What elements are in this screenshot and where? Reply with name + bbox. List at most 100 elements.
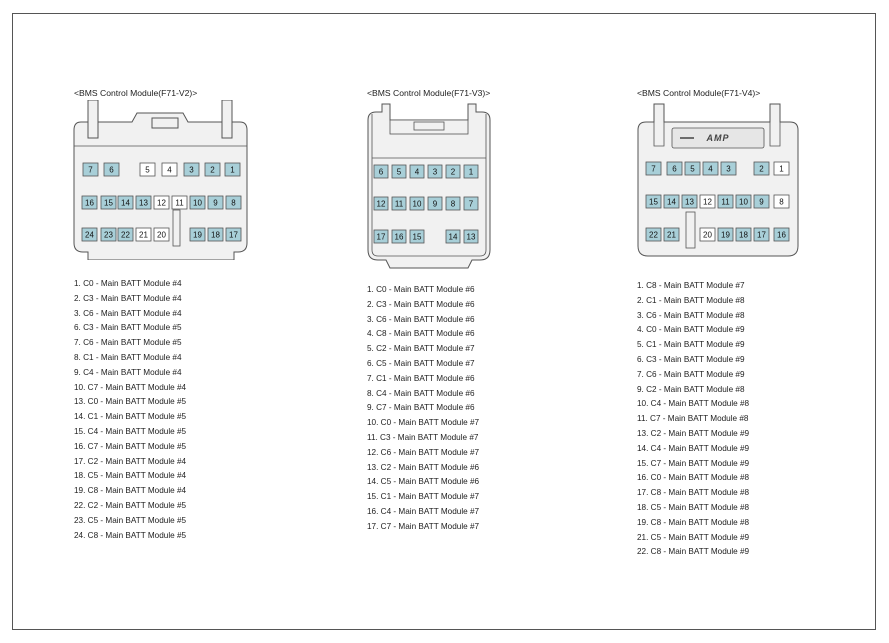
pin-number: 13 — [139, 199, 148, 208]
pin-22 — [117, 227, 134, 242]
pin-number: 11 — [721, 198, 730, 207]
pin-list-item: 16. C7 - Main BATT Module #5 — [74, 441, 187, 451]
connector-body — [367, 103, 491, 269]
pin-21 — [135, 227, 152, 242]
pin-number: 15 — [649, 198, 658, 207]
pin-list-item: 8. C4 - Main BATT Module #6 — [367, 388, 475, 398]
pin-16 — [773, 227, 790, 242]
pin-number: 6 — [109, 166, 114, 175]
pin-list-item: 19. C8 - Main BATT Module #4 — [74, 486, 187, 496]
connector-center-post — [172, 209, 181, 247]
pin-list-item: 11. C3 - Main BATT Module #7 — [367, 432, 479, 442]
pin-19 — [189, 227, 206, 242]
pin-18 — [735, 227, 752, 242]
pin-number: 6 — [672, 165, 677, 174]
pin-number: 4 — [167, 166, 172, 175]
pin-14 — [663, 194, 680, 209]
connector-latch — [87, 100, 233, 139]
pin-14 — [117, 195, 134, 210]
pin-number: 3 — [189, 166, 194, 175]
pin-list-item: 6. C3 - Main BATT Module #9 — [637, 354, 745, 364]
pin-4 — [409, 164, 425, 179]
pin-list-item: 16. C4 - Main BATT Module #7 — [367, 506, 480, 516]
pin-number: 5 — [145, 166, 150, 175]
connector-title-v3: <BMS Control Module(F71-V3)> — [367, 88, 491, 98]
pin-list-item: 15. C4 - Main BATT Module #5 — [74, 426, 187, 436]
pin-11 — [171, 195, 188, 210]
pin-number: 16 — [777, 231, 786, 240]
pin-list-item: 1. C0 - Main BATT Module #4 — [74, 279, 182, 288]
pin-13 — [463, 229, 479, 244]
pin-number: 14 — [667, 198, 676, 207]
pin-6 — [373, 164, 389, 179]
pin-9 — [427, 196, 443, 211]
pin-19 — [717, 227, 734, 242]
pin-17 — [753, 227, 770, 242]
pin-list-item: 5. C1 - Main BATT Module #9 — [637, 340, 745, 350]
pin-number: 7 — [651, 165, 656, 174]
pin-2 — [753, 161, 770, 176]
connector-title-v2: <BMS Control Module(F71-V2)> — [74, 88, 198, 98]
pin-16 — [81, 195, 98, 210]
pin-list-item: 1. C8 - Main BATT Module #7 — [637, 281, 745, 290]
pin-number: 20 — [157, 231, 166, 240]
pin-number: 16 — [85, 199, 94, 208]
pin-number: 14 — [121, 199, 130, 208]
pin-list-item: 3. C6 - Main BATT Module #4 — [74, 308, 182, 318]
pin-list-item: 17. C8 - Main BATT Module #8 — [637, 488, 750, 498]
pin-number: 3 — [726, 165, 731, 174]
pin-number: 9 — [759, 198, 764, 207]
pin-number: 6 — [379, 168, 384, 177]
pin-7 — [645, 161, 662, 176]
pin-list-item: 3. C6 - Main BATT Module #6 — [367, 314, 475, 324]
pin-number: 5 — [397, 168, 402, 177]
pin-number: 8 — [451, 200, 456, 209]
pin-number: 15 — [413, 233, 422, 242]
pin-number: 15 — [104, 199, 113, 208]
pin-number: 18 — [211, 231, 220, 240]
pin-23 — [100, 227, 117, 242]
pin-number: 17 — [757, 231, 766, 240]
amp-plate — [671, 127, 765, 149]
pin-list-item: 9. C2 - Main BATT Module #8 — [637, 384, 745, 394]
pin-number: 1 — [779, 165, 784, 174]
pin-list-item: 21. C5 - Main BATT Module #9 — [637, 532, 750, 542]
pin-number: 1 — [469, 168, 474, 177]
pin-list-item: 15. C1 - Main BATT Module #7 — [367, 492, 480, 502]
pin-list-item: 3. C6 - Main BATT Module #8 — [637, 310, 745, 320]
pin-15 — [645, 194, 662, 209]
pin-number: 16 — [395, 233, 404, 242]
pin-list-item: 23. C5 - Main BATT Module #5 — [74, 515, 187, 525]
connector-title-v4: <BMS Control Module(F71-V4)> — [637, 88, 761, 98]
pin-13 — [135, 195, 152, 210]
pin-7 — [463, 196, 479, 211]
pin-number: 2 — [451, 168, 456, 177]
pin-11 — [717, 194, 734, 209]
pin-number: 17 — [229, 231, 238, 240]
pin-list-item: 12. C6 - Main BATT Module #7 — [367, 447, 480, 457]
pin-list-item: 2. C1 - Main BATT Module #8 — [637, 295, 745, 305]
pin-17 — [225, 227, 242, 242]
pin-list-item: 24. C8 - Main BATT Module #5 — [74, 530, 187, 540]
pin-number: 19 — [721, 231, 730, 240]
pin-number: 10 — [739, 198, 748, 207]
pin-8 — [445, 196, 461, 211]
connector-key — [151, 117, 179, 129]
pin-17 — [373, 229, 389, 244]
pin-list-item: 10. C7 - Main BATT Module #4 — [74, 382, 187, 392]
pin-13 — [681, 194, 698, 209]
pin-12 — [699, 194, 716, 209]
pin-12 — [373, 196, 389, 211]
pin-list-item: 5. C2 - Main BATT Module #7 — [367, 344, 475, 354]
pin-list-item: 8. C1 - Main BATT Module #4 — [74, 352, 182, 362]
pin-1 — [773, 161, 790, 176]
pin-number: 19 — [193, 231, 202, 240]
pin-5 — [139, 162, 156, 177]
pin-21 — [663, 227, 680, 242]
pin-list-item: 7. C6 - Main BATT Module #9 — [637, 369, 745, 379]
pin-number: 10 — [193, 199, 202, 208]
